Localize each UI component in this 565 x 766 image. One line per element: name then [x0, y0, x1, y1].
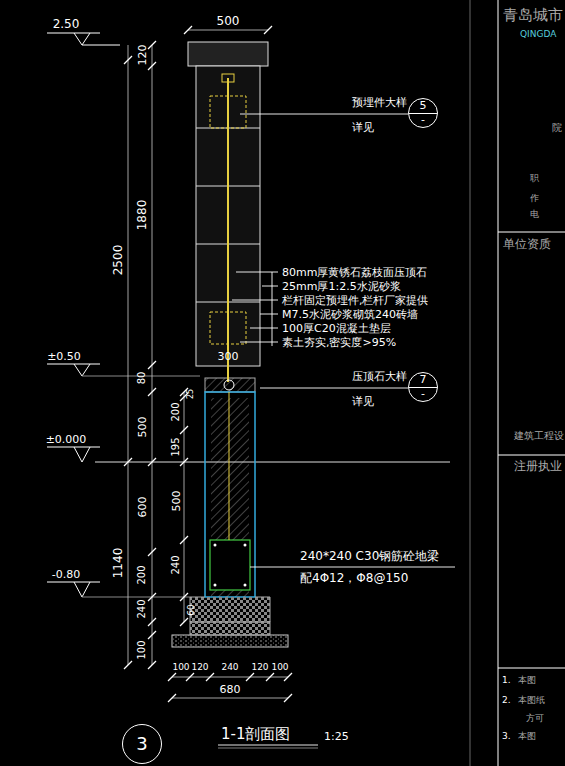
title-block-text: 1.: [502, 676, 511, 685]
annotation-text: 详见: [352, 396, 374, 407]
scale-text: 1:25: [324, 731, 349, 742]
title-block-text: 青岛城市: [503, 8, 563, 23]
dimension-text: 300: [218, 351, 239, 362]
title-block-text: 院: [552, 123, 562, 133]
dimension-text: ±0.50: [47, 351, 81, 362]
title-block-text: 职: [530, 174, 539, 183]
dimension-text: 195: [171, 437, 181, 456]
dimension-text: 200: [171, 402, 181, 421]
title-block-text: 注册执业: [514, 460, 562, 472]
title-block-text: 电: [530, 210, 539, 219]
dimension-text: 1140: [112, 548, 124, 579]
dimension-text: 100: [137, 640, 147, 659]
annotation-text: 预埋件大样: [352, 97, 407, 108]
dimension-text: 120: [191, 663, 208, 672]
dimension-text: 2.50: [53, 18, 80, 30]
title-block-text: QINGDA: [520, 30, 556, 39]
callout-number: 5: [420, 100, 427, 111]
callout-number: -: [421, 114, 425, 125]
annotation-text: 80mm厚黄锈石荔枝面压顶石: [282, 267, 427, 278]
callout-number: -: [421, 388, 425, 399]
dimension-text: 120: [251, 663, 268, 672]
annotation-text: 栏杆固定预埋件,栏杆厂家提供: [282, 295, 429, 306]
dimension-text: -0.80: [52, 569, 80, 580]
detail-callout-circle: 7-: [408, 372, 438, 402]
dimension-text: 240: [171, 555, 181, 574]
callout-number: 3: [136, 735, 147, 753]
detail-callout-circle: 5-: [408, 98, 438, 128]
title-block-text: 作: [530, 194, 539, 203]
detail-callout-circle: 3: [122, 724, 162, 764]
dimension-text: 60: [187, 604, 196, 615]
annotation-text: 240*240 C30钢筋砼地梁: [300, 550, 439, 562]
dimension-text: 500: [171, 491, 182, 512]
drawing-title: 1-1剖面图: [221, 727, 291, 742]
dimension-text: 500: [137, 417, 148, 438]
dimension-text: 240: [221, 663, 238, 672]
annotation-text: 25mm厚1:2.5水泥砂浆: [282, 281, 401, 292]
title-block-text: 本图: [518, 676, 536, 685]
annotation-text: 详见: [352, 122, 374, 133]
title-block-text: 单位资质: [503, 238, 551, 250]
dimension-text: 200: [137, 565, 147, 584]
dimension-text: 25: [187, 389, 195, 399]
annotation-text: 素土夯实,密实度>95%: [282, 337, 396, 348]
title-block-text: 本图纸: [518, 696, 545, 705]
dimension-text: ±0.000: [46, 434, 87, 445]
dimension-text: 680: [220, 684, 241, 695]
annotation-text: 配4Φ12，Φ8@150: [300, 572, 408, 584]
dimension-text: 80: [137, 372, 147, 385]
title-block-text: 3.: [502, 732, 511, 741]
dimension-text: 500: [217, 15, 240, 27]
annotation-text: 100厚C20混凝土垫层: [282, 323, 391, 334]
dimension-text: 240: [137, 599, 147, 618]
dimension-text: 2500: [112, 245, 124, 276]
annotation-text: 压顶石大样: [352, 371, 407, 382]
dimension-text: 100: [172, 663, 189, 672]
dimension-text: 100: [271, 663, 288, 672]
title-block-text: 2.: [502, 696, 511, 705]
dimension-text: 120: [137, 45, 148, 66]
title-block-text: 本图: [518, 732, 536, 741]
title-block-text: 方可: [526, 714, 544, 723]
dimension-text: 1880: [136, 200, 148, 231]
callout-number: 7: [420, 374, 427, 385]
annotation-text: M7.5水泥砂浆砌筑240砖墙: [282, 309, 418, 320]
dimension-text: 600: [137, 497, 148, 518]
title-block-text: 建筑工程设: [514, 431, 564, 441]
